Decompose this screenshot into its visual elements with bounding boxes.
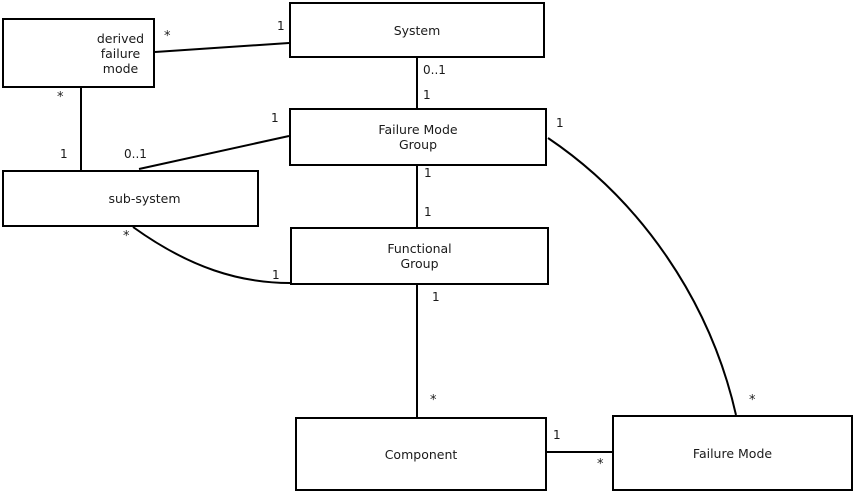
multiplicity-label-sub-system-curve: * <box>123 229 130 244</box>
class-box-component[interactable]: Component <box>295 417 547 491</box>
class-label-failure-mode: Failure Mode <box>692 445 773 461</box>
multiplicity-label-system-bottom: 0..1 <box>423 63 446 77</box>
multiplicity-label-failure-mode-group-left: 1 <box>271 111 279 125</box>
multiplicity-label-component-right: 1 <box>553 428 561 442</box>
class-box-failure-mode-group[interactable]: Failure Mode Group <box>289 108 547 166</box>
class-box-system[interactable]: System <box>289 2 545 58</box>
class-label-component: Component <box>384 446 458 462</box>
class-label-failure-mode-group: Failure Mode Group <box>378 122 458 152</box>
multiplicity-label-derived-failure-mode-bottom: * <box>57 90 64 105</box>
multiplicity-label-sub-system-top: 1 <box>60 147 68 161</box>
multiplicity-label-system-left: 1 <box>277 19 285 33</box>
multiplicity-label-failure-mode-top: * <box>749 393 756 408</box>
multiplicity-label-functional-group-top: 1 <box>424 205 432 219</box>
edge-sub-system-to-failure-mode-group <box>138 135 290 170</box>
class-label-functional-group: Functional Group <box>387 241 452 271</box>
multiplicity-label-functional-group-left: 1 <box>272 268 280 282</box>
multiplicity-label-derived-failure-mode-system: * <box>164 29 171 44</box>
multiplicity-label-sub-system-diagonal: 0..1 <box>124 147 147 161</box>
class-label-system: System <box>393 22 441 38</box>
multiplicity-label-failure-mode-group-bottom: 1 <box>424 166 432 180</box>
class-label-sub-system: sub-system <box>108 191 181 206</box>
edge-failure-mode-group-to-failure-mode <box>547 137 737 416</box>
class-box-failure-mode[interactable]: Failure Mode <box>612 415 853 491</box>
edge-sub-system-to-functional-group <box>132 226 291 284</box>
multiplicity-label-functional-group-bottom: 1 <box>432 290 440 304</box>
multiplicity-label-failure-mode-group-right: 1 <box>556 116 564 130</box>
multiplicity-label-failure-mode-group-top: 1 <box>423 88 431 102</box>
class-label-derived-failure-mode: derived failure mode <box>96 30 145 76</box>
multiplicity-label-component-top: * <box>430 393 437 408</box>
class-box-derived-failure-mode[interactable]: derived failure mode <box>2 18 155 88</box>
class-box-functional-group[interactable]: Functional Group <box>290 227 549 285</box>
edge-derived-failure-mode-to-system <box>154 42 290 53</box>
class-box-sub-system[interactable]: sub-system <box>2 170 259 227</box>
multiplicity-label-failure-mode-left: * <box>597 457 604 472</box>
